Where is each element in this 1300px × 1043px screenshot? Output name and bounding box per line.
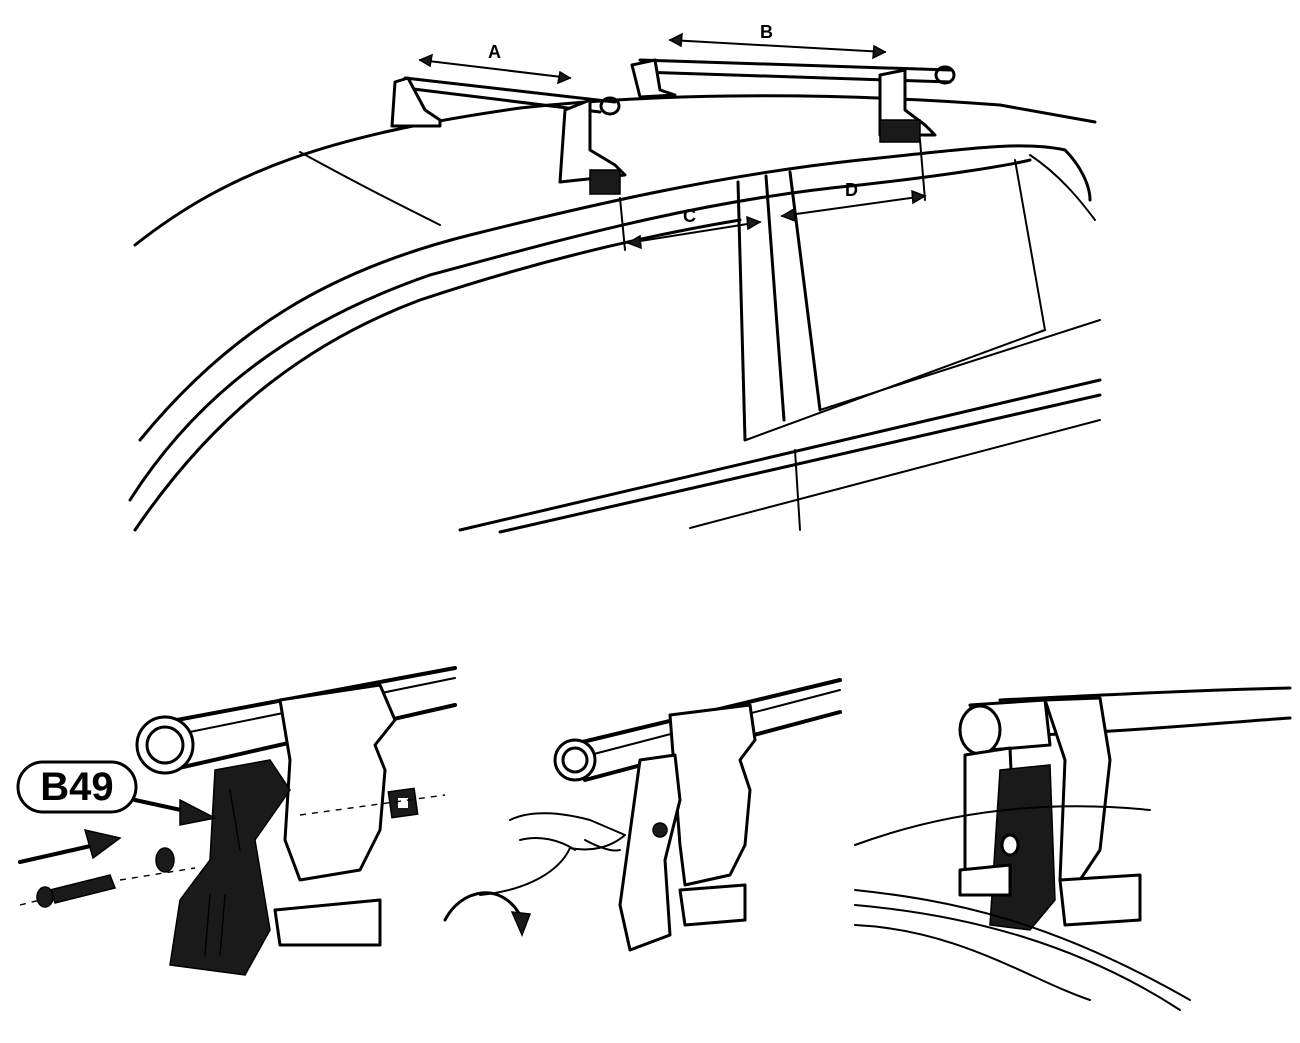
- step-1-illustration: [18, 666, 457, 976]
- step-2-illustration: [443, 678, 842, 952]
- part-code-callout: B49: [16, 760, 138, 814]
- roof-rack: [390, 58, 956, 195]
- label-a: A: [488, 42, 501, 62]
- label-c: C: [683, 206, 696, 226]
- dimension-arrows: [418, 32, 927, 251]
- part-code-label: B49: [40, 765, 113, 809]
- car-roof-illustration: [128, 94, 1102, 534]
- label-b: B: [760, 22, 773, 42]
- label-d: D: [845, 180, 858, 200]
- step-3-illustration: [854, 686, 1292, 1011]
